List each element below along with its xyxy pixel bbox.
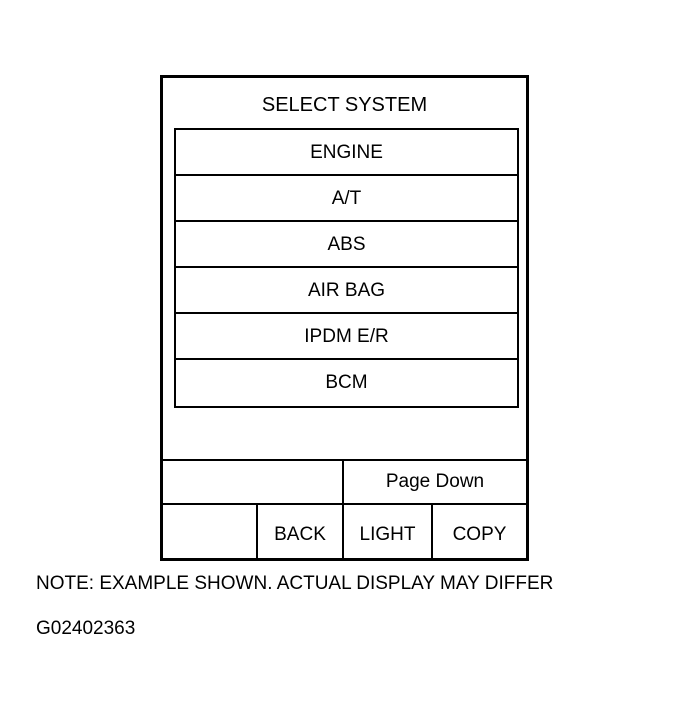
- back-button[interactable]: BACK: [258, 505, 344, 561]
- menu-item-ipdm-er[interactable]: IPDM E/R: [176, 314, 517, 360]
- copy-button[interactable]: COPY: [452, 524, 507, 545]
- bottom-button-bar: Page Down BACK LIGHT COPY: [163, 459, 526, 561]
- figure-id: G02402363: [36, 618, 136, 639]
- page-down-button[interactable]: Page Down: [385, 471, 485, 492]
- menu-item-engine[interactable]: ENGINE: [176, 130, 517, 176]
- menu-item-air-bag[interactable]: AIR BAG: [176, 268, 517, 314]
- menu-item-at[interactable]: A/T: [176, 176, 517, 222]
- menu-item-abs[interactable]: ABS: [176, 222, 517, 268]
- screen-title: SELECT SYSTEM: [261, 94, 428, 116]
- light-button[interactable]: LIGHT: [344, 505, 433, 561]
- select-system-screen: SELECT SYSTEM ENGINE A/T ABS AIR BAG IPD…: [160, 75, 529, 561]
- bottom-bar-bottom-row: BACK LIGHT COPY: [163, 505, 526, 561]
- caption-note: NOTE: EXAMPLE SHOWN. ACTUAL DISPLAY MAY …: [36, 573, 554, 594]
- empty-cell: [163, 461, 344, 503]
- system-menu: ENGINE A/T ABS AIR BAG IPDM E/R BCM: [174, 128, 519, 408]
- menu-item-bcm[interactable]: BCM: [325, 372, 368, 393]
- bottom-bar-top-row: Page Down: [163, 461, 526, 505]
- empty-button-cell: [163, 505, 258, 561]
